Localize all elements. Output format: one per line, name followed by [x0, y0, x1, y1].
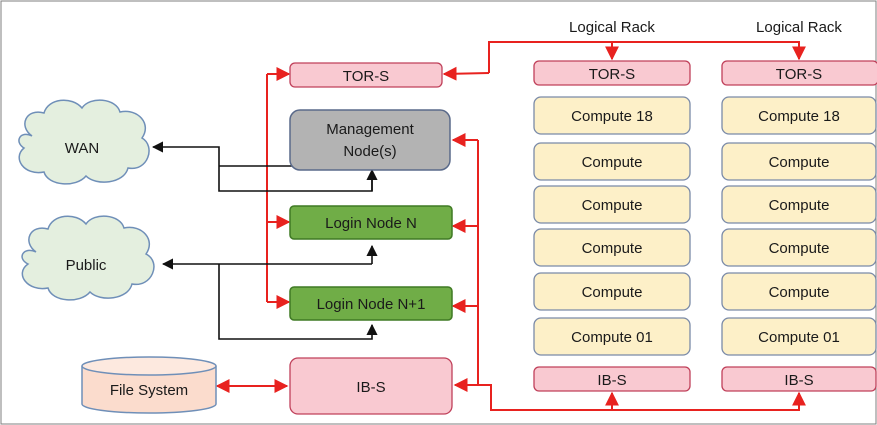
rack-1-compute-label: Compute 01 [571, 329, 653, 346]
rack-2-compute-label: Compute [769, 154, 830, 171]
rack-1-compute-box [533, 317, 691, 356]
rack-2-compute-label: Compute [769, 284, 830, 301]
tor-link-left [442, 66, 490, 81]
rack-2-heading: Logical Rack [756, 19, 842, 36]
rack-1-compute-box [533, 142, 691, 181]
rack-1-compute-label: Compute [582, 284, 643, 301]
rack-1-compute-box [533, 272, 691, 311]
management-label-line1: Management [326, 121, 414, 138]
public-cloud: Public [21, 215, 155, 301]
left-ib-label: IB-S [356, 379, 385, 396]
tor-link-top [488, 41, 806, 73]
rack-2: Logical Rack TOR-S Compute 18 Compute Co… [721, 19, 877, 392]
left-tor-label: TOR-S [343, 68, 389, 85]
public-label: Public [66, 257, 107, 274]
rack-1-compute-box [533, 96, 691, 135]
rack-2-compute-box [721, 272, 877, 311]
rack-2-ib-box [721, 366, 877, 392]
login-n1-link [218, 264, 378, 340]
left-ib-switch: IB-S [289, 357, 453, 415]
rack-1-ib-label: IB-S [597, 372, 626, 389]
left-tor-switch: TOR-S [289, 62, 443, 88]
rack-1-compute-label: Compute [582, 154, 643, 171]
rack-1-compute-label: Compute 18 [571, 108, 653, 125]
wan-label: WAN [65, 140, 99, 157]
rack-1-compute-box [533, 228, 691, 267]
file-system-label: File System [110, 382, 188, 399]
rack-2-compute-label: Compute 18 [758, 108, 840, 125]
rack-2-compute-box [721, 142, 877, 181]
login-node-n-label: Login Node N [325, 215, 417, 232]
wan-cloud: WAN [18, 99, 150, 185]
rack-2-compute-box [721, 228, 877, 267]
rack-2-tor-box [721, 60, 877, 86]
rack-2-compute-label: Compute [769, 197, 830, 214]
management-node: Management Node(s) [289, 109, 451, 171]
login-node-n: Login Node N [289, 205, 453, 240]
rack-2-compute-box [721, 317, 877, 356]
rack-2-ib-label: IB-S [784, 372, 813, 389]
rack-1-compute-label: Compute [582, 197, 643, 214]
rack-1-ib-box [533, 366, 691, 392]
login-node-n1-label: Login Node N+1 [317, 296, 426, 313]
rack-2-compute-box [721, 96, 877, 135]
management-label-line2: Node(s) [343, 143, 396, 160]
login-node-n1: Login Node N+1 [289, 286, 453, 321]
rack-1-tor-label: TOR-S [589, 66, 635, 83]
rack-1-compute-box [533, 185, 691, 224]
rack-2-compute-label: Compute [769, 240, 830, 257]
rack-1: Logical Rack TOR-S Compute 18 Compute Co… [533, 19, 691, 392]
rack-2-compute-box [721, 185, 877, 224]
file-system-store: File System [81, 356, 217, 414]
rack-1-heading: Logical Rack [569, 19, 655, 36]
ib-link-bottom [470, 384, 806, 411]
rack-1-tor-box [533, 60, 691, 86]
rack-2-tor-label: TOR-S [776, 66, 822, 83]
rack-2-compute-label: Compute 01 [758, 329, 840, 346]
rack-1-compute-label: Compute [582, 240, 643, 257]
